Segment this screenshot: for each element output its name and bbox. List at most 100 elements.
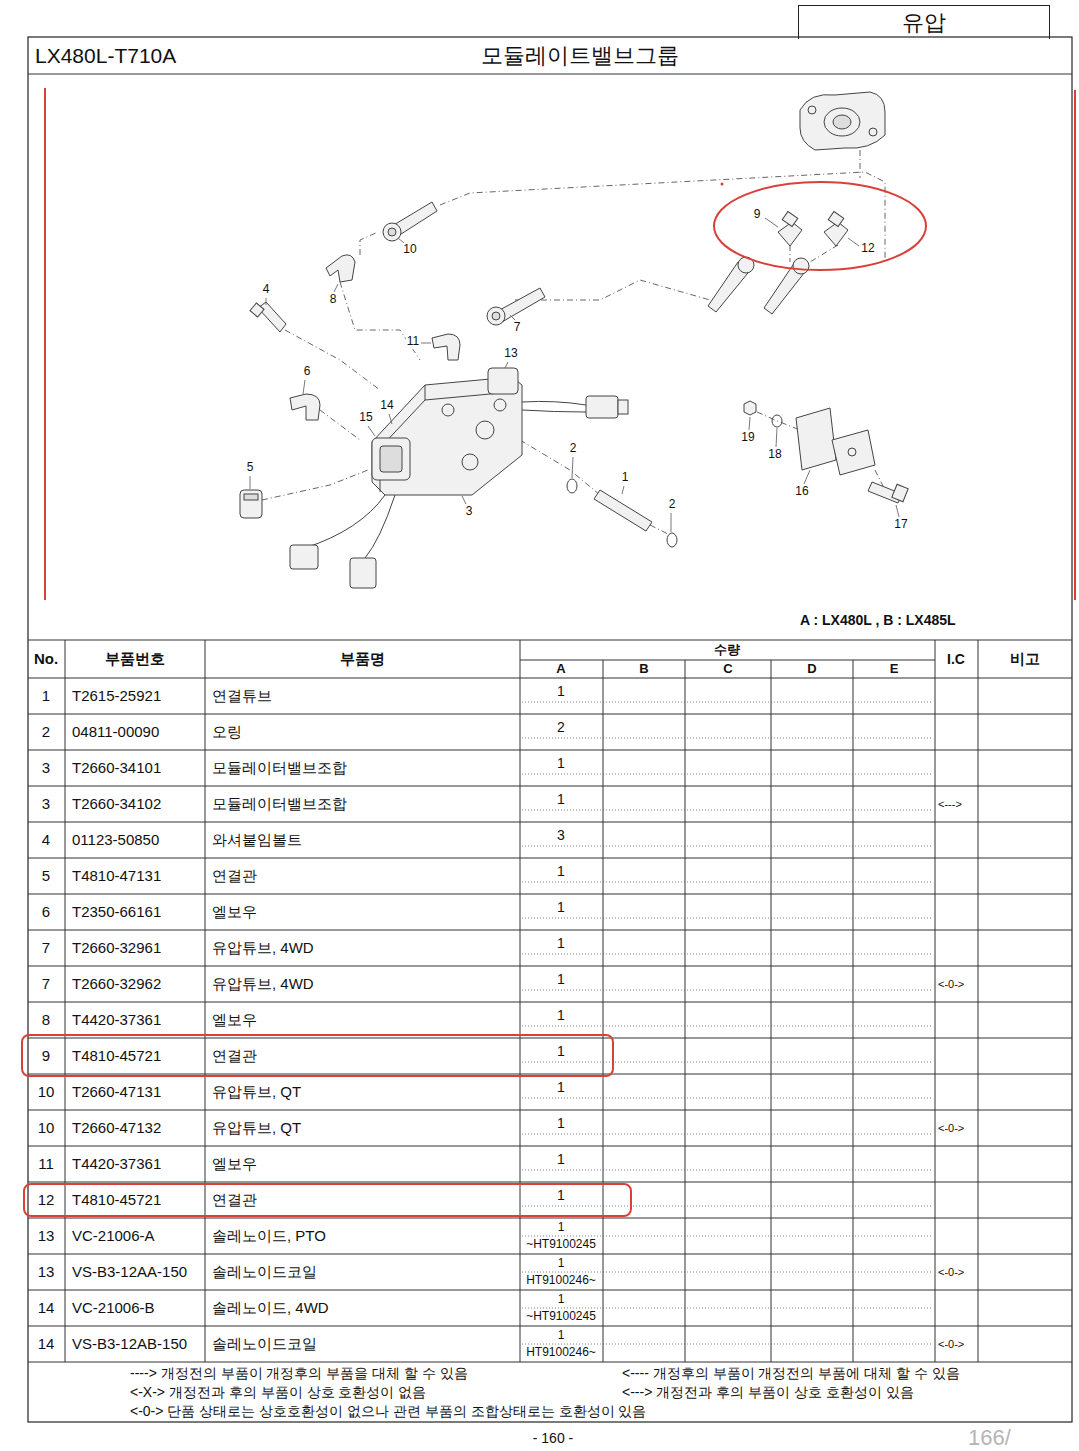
part-number: T2660-34102 — [72, 795, 161, 812]
part-number: T2615-25921 — [72, 687, 161, 704]
row-number: 4 — [42, 831, 50, 848]
quantity: 1 — [557, 683, 565, 699]
section-tab: 유압 — [798, 5, 1050, 39]
table-header: 비고 — [1010, 650, 1040, 667]
table-header: 수량 — [714, 643, 740, 658]
part-number: T4420-37361 — [72, 1155, 161, 1172]
part-name: 와셔붙임볼트 — [212, 831, 302, 848]
table-line — [28, 1290, 1072, 1291]
quantity-dotted-line — [522, 990, 933, 991]
quantity: 1 — [558, 1257, 565, 1271]
quantity-dotted-line — [522, 1098, 933, 1099]
part-name: 연결관 — [212, 1191, 257, 1208]
row-number: 11 — [38, 1155, 54, 1172]
part-name: 모듈레이터밸브조합 — [212, 759, 347, 776]
callout-number: 2 — [569, 442, 578, 456]
part-number: T4420-37361 — [72, 1011, 161, 1028]
table-header: I.C — [947, 651, 965, 667]
callout-number: 14 — [379, 399, 394, 413]
table-line — [28, 1218, 1072, 1219]
interchange-code: <-0-> — [938, 1122, 964, 1135]
part-number: T2660-32961 — [72, 939, 161, 956]
table-line — [28, 74, 1072, 75]
page-frame — [28, 37, 1072, 1422]
table-line — [28, 714, 1072, 715]
callout-number: 6 — [303, 365, 312, 379]
interchange-note: <-X-> 개정전과 후의 부품이 상호 호환성이 없음 — [130, 1384, 426, 1400]
model-legend: A : LX480L , B : LX485L — [800, 612, 956, 628]
table-line — [28, 894, 1072, 895]
table-line — [28, 1146, 1072, 1147]
callout-number: 13 — [503, 347, 518, 361]
quantity-dotted-line — [522, 918, 933, 919]
serial-range: ~HT9100245 — [526, 1310, 596, 1324]
quantity-dotted-line — [522, 738, 933, 739]
table-header: 부품번호 — [105, 650, 165, 667]
part-name: 엘보우 — [212, 903, 257, 920]
quantity: 1 — [557, 1187, 565, 1203]
table-line — [205, 640, 206, 1362]
table-line — [853, 660, 854, 1362]
interchange-note: <-0-> 단품 상태로는 상호호환성이 없으나 관련 부품의 조합상태로는 호… — [130, 1403, 646, 1419]
table-header: No. — [34, 650, 58, 667]
interchange-code: <-0-> — [938, 978, 964, 991]
quantity-dotted-line — [522, 774, 933, 775]
part-number: 01123-50850 — [72, 831, 159, 848]
row-number: 8 — [42, 1011, 50, 1028]
table-line — [771, 660, 772, 1362]
quantity: 1 — [557, 791, 565, 807]
part-number: T2660-47131 — [72, 1083, 161, 1100]
table-line — [520, 640, 521, 1362]
callout-number: 1 — [621, 471, 630, 485]
table-line — [28, 640, 1072, 641]
page-number: - 160 - — [533, 1430, 573, 1446]
table-line — [28, 786, 1072, 787]
part-name: 오링 — [212, 723, 242, 740]
quantity-dotted-line — [522, 954, 933, 955]
table-line — [685, 660, 686, 1362]
row-number: 10 — [38, 1119, 55, 1136]
quantity-dotted-line — [522, 1062, 933, 1063]
parts-drawing — [240, 92, 908, 588]
row-number: 10 — [38, 1083, 55, 1100]
callout-number: 5 — [246, 461, 255, 475]
part-name: 유압튜브, 4WD — [212, 975, 314, 992]
part-number: T2660-34101 — [72, 759, 161, 776]
row-number: 2 — [42, 723, 50, 740]
quantity: 1 — [557, 1115, 565, 1131]
table-line — [28, 750, 1072, 751]
part-number: 04811-00090 — [72, 723, 159, 740]
red-margin-line — [44, 88, 46, 600]
table-line — [28, 1182, 1072, 1183]
callout-number: 19 — [740, 431, 755, 445]
quantity-dotted-line — [522, 1170, 933, 1171]
part-name: 솔레노이드코일 — [212, 1263, 317, 1280]
row-number: 13 — [38, 1263, 55, 1280]
part-number: VC-21006-A — [72, 1227, 155, 1244]
table-line — [28, 1110, 1072, 1111]
table-line — [28, 1002, 1072, 1003]
callout-number: 2 — [668, 498, 677, 512]
callout-number: 7 — [513, 321, 522, 335]
interchange-note: ----> 개정전의 부품이 개정후의 부품을 대체 할 수 있음 — [130, 1365, 468, 1381]
callout-number: 17 — [893, 518, 908, 532]
table-line — [65, 640, 66, 1362]
table-header: D — [807, 662, 816, 677]
row-number: 1 — [42, 687, 50, 704]
interchange-code: <-0-> — [938, 1266, 964, 1279]
serial-range: HT9100246~ — [526, 1274, 596, 1288]
quantity: 1 — [557, 1079, 565, 1095]
callout-number: 15 — [358, 411, 373, 425]
table-header: E — [890, 662, 899, 677]
table-grid — [28, 37, 1072, 1422]
table-line — [28, 822, 1072, 823]
quantity-dotted-line — [522, 1344, 933, 1345]
part-name: 솔레노이드, 4WD — [212, 1299, 329, 1316]
highlight-row — [22, 1035, 613, 1076]
part-number: T2660-32962 — [72, 975, 161, 992]
interchange-code: <---> — [938, 798, 962, 811]
red-dot — [721, 183, 724, 186]
part-name: 엘보우 — [212, 1011, 257, 1028]
callout-number: 18 — [767, 448, 782, 462]
highlight-row — [24, 1184, 631, 1216]
